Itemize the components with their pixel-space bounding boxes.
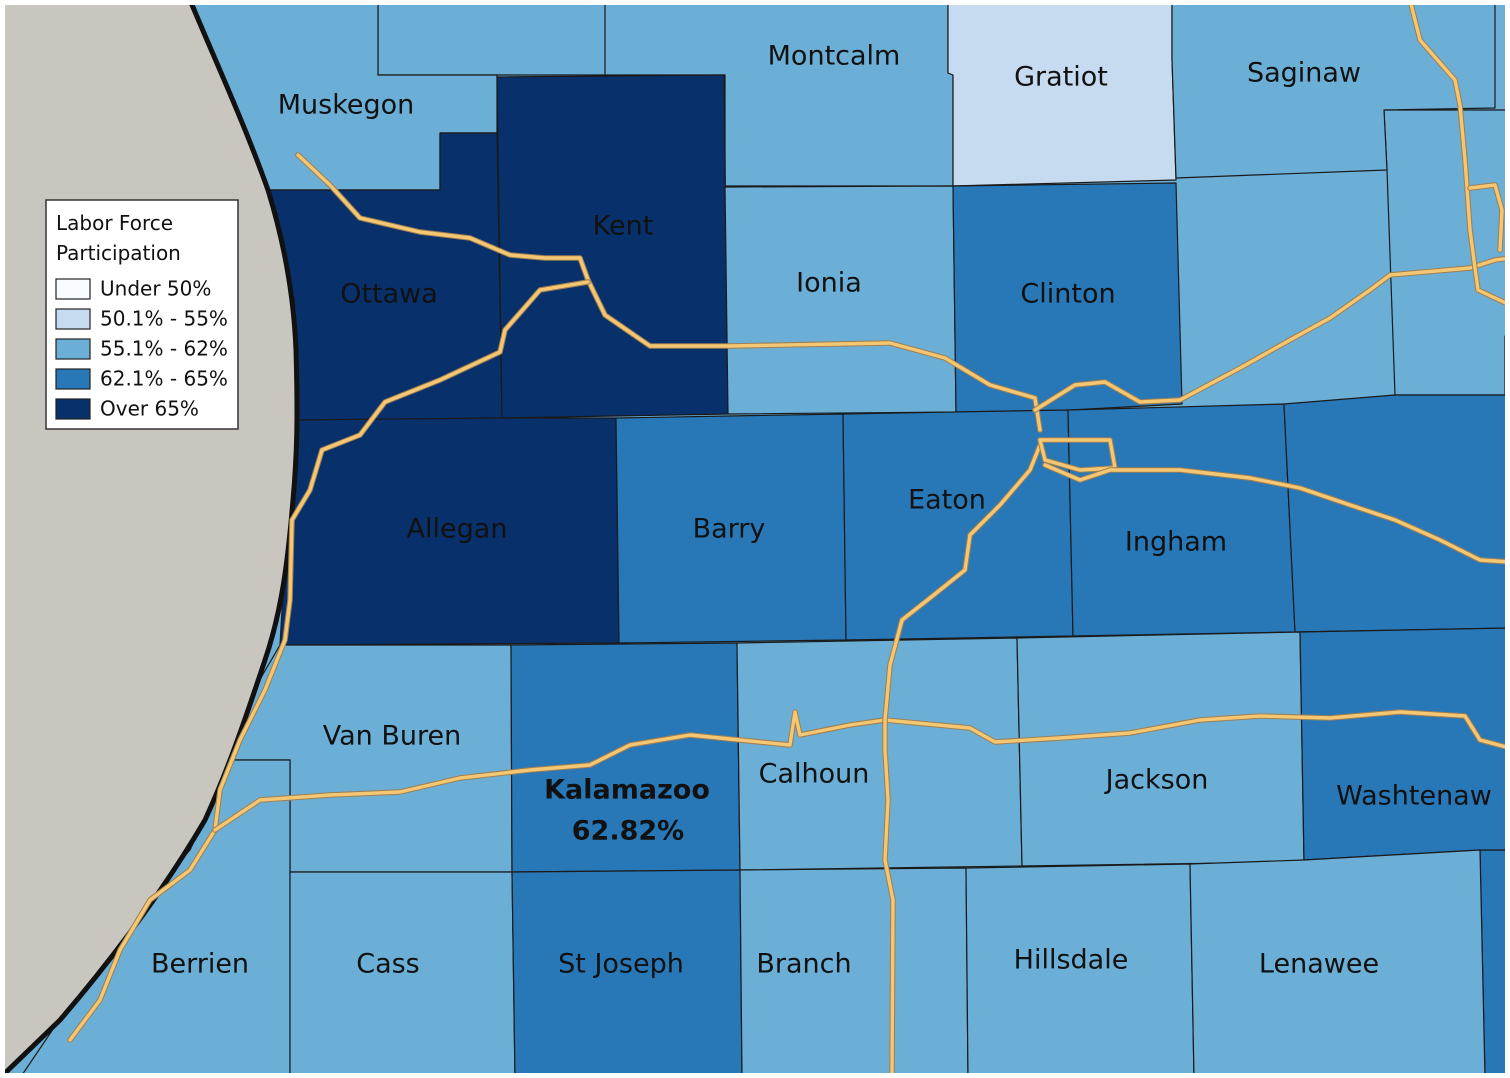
county-cass[interactable] <box>289 871 516 1078</box>
label-allegan: Allegan <box>407 514 508 545</box>
county-clinton[interactable] <box>952 182 1183 413</box>
label-washtenaw: Washtenaw <box>1336 781 1492 812</box>
county-kent[interactable] <box>496 74 729 419</box>
county-branch[interactable] <box>739 867 969 1078</box>
shoreline <box>0 0 300 1078</box>
label-ottawa: Ottawa <box>340 279 438 310</box>
legend-swatch-0 <box>55 278 91 300</box>
label-lenawee: Lenawee <box>1259 949 1379 980</box>
label-ionia: Ionia <box>796 268 862 299</box>
legend-label-1: 50.1% - 55% <box>100 307 228 331</box>
legend-swatch-4 <box>55 398 91 420</box>
legend: Labor Force Participation Under 50% 50.1… <box>45 199 239 430</box>
county-saginaw[interactable] <box>1171 0 1496 179</box>
county-ionia[interactable] <box>724 185 957 415</box>
legend-label-0: Under 50% <box>100 277 211 301</box>
highway-network <box>67 0 1510 1078</box>
county-washtenaw[interactable] <box>1299 627 1510 861</box>
county-lenawee[interactable] <box>1189 849 1486 1078</box>
legend-label-3: 62.1% - 65% <box>100 367 228 391</box>
label-barry: Barry <box>693 514 766 545</box>
label-berrien: Berrien <box>151 949 249 980</box>
label-kalamazoo-value: 62.82% <box>572 816 684 847</box>
county-gratiot[interactable] <box>947 0 1177 187</box>
legend-swatch-1 <box>55 308 91 330</box>
label-hillsdale: Hillsdale <box>1014 945 1129 976</box>
legend-title-line1: Labor Force <box>56 211 173 235</box>
label-st-joseph: St Joseph <box>558 949 684 980</box>
label-muskegon: Muskegon <box>278 90 415 121</box>
legend-swatch-2 <box>55 338 91 360</box>
label-saginaw: Saginaw <box>1247 58 1361 89</box>
county-berrien[interactable] <box>19 759 291 1078</box>
label-clinton: Clinton <box>1020 279 1115 310</box>
label-branch: Branch <box>756 949 851 980</box>
area-east-upper <box>1383 109 1510 396</box>
label-calhoun: Calhoun <box>759 759 870 790</box>
label-ingham: Ingham <box>1125 527 1227 558</box>
label-kalamazoo: Kalamazoo <box>544 775 710 806</box>
legend-label-2: 55.1% - 62% <box>100 337 228 361</box>
label-cass: Cass <box>356 949 420 980</box>
label-van-buren: Van Buren <box>323 721 461 752</box>
county-jackson[interactable] <box>1016 631 1305 867</box>
label-jackson: Jackson <box>1104 765 1209 796</box>
label-gratiot: Gratiot <box>1014 62 1108 93</box>
county-labels: Muskegon Montcalm Gratiot Saginaw Ottawa… <box>151 41 1492 980</box>
legend-label-4: Over 65% <box>100 397 199 421</box>
county-hillsdale[interactable] <box>965 863 1195 1078</box>
county-ingham-east-neighbor <box>1283 394 1510 633</box>
legend-swatch-3 <box>55 368 91 390</box>
label-montcalm: Montcalm <box>768 41 901 72</box>
county-calhoun[interactable] <box>736 637 1023 871</box>
county-st-joseph[interactable] <box>511 869 743 1078</box>
label-kent: Kent <box>593 211 654 242</box>
label-eaton: Eaton <box>908 485 986 516</box>
legend-title-line2: Participation <box>56 241 181 265</box>
